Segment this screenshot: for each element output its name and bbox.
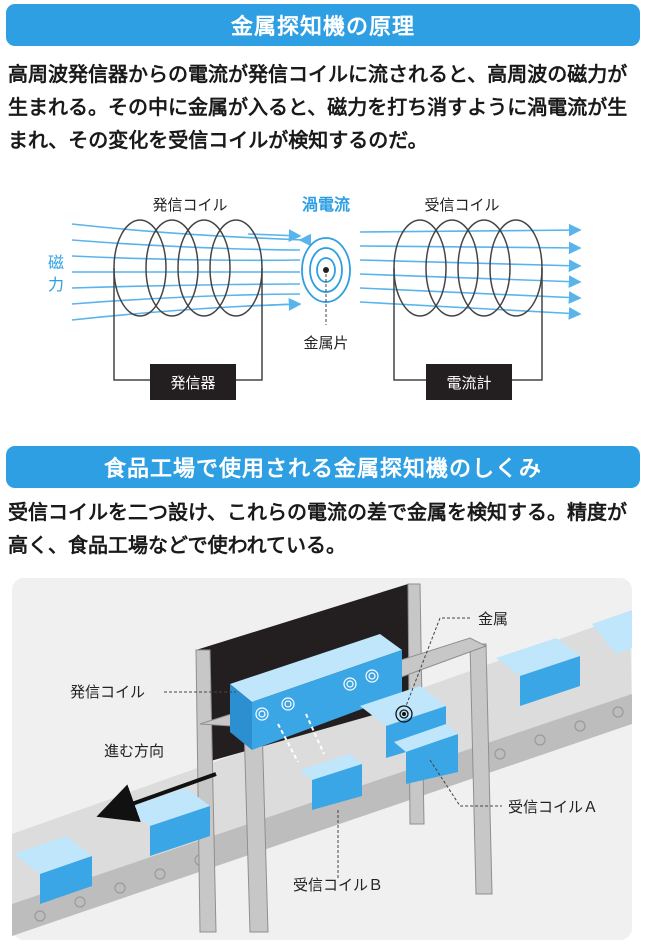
- receive-coil-label: 受信コイル: [424, 196, 499, 214]
- section2-title: 食品工場で使用される金属探知機のしくみ: [6, 446, 640, 488]
- metal-piece-label: 金属片: [303, 334, 348, 352]
- section1-description: 高周波発信器からの電流が発信コイルに流されると、高周波の磁力が生まれる。その中に…: [8, 62, 628, 152]
- transmitter-label: 発信器: [170, 374, 215, 392]
- ammeter-label: 電流計: [446, 374, 491, 392]
- receive-coil-b-label: 受信コイルＢ: [293, 876, 383, 894]
- magnetic-force-label-2: 力: [48, 275, 64, 294]
- metal-label: 金属: [478, 610, 508, 628]
- transmit-coil-label-2: 発信コイル: [70, 683, 145, 701]
- section2-description: 受信コイルを二つ設け、これらの電流の差で金属を検知する。精度が高く、食品工場など…: [8, 500, 627, 557]
- magnetic-force-label-1: 磁: [48, 253, 64, 272]
- eddy-current-label: 渦電流: [302, 195, 350, 214]
- receive-coil-a-label: 受信コイルＡ: [508, 798, 598, 816]
- direction-label: 進む方向: [104, 742, 164, 760]
- metal-piece-dot: [323, 267, 329, 273]
- receive-coil-a: [394, 724, 458, 752]
- principle-diagram: 発信コイル 渦電流 受信コイル 磁 力: [48, 195, 582, 400]
- receive-coil-b: [300, 754, 362, 780]
- transmit-coil-label: 発信コイル: [152, 196, 227, 214]
- transmit-coil: [113, 219, 263, 381]
- transmitter-box: [150, 364, 236, 400]
- section1-title: 金属探知機の原理: [6, 4, 640, 46]
- receive-coil: [393, 219, 543, 381]
- ammeter-box: [426, 364, 512, 400]
- factory-illustration: 金属 発信コイル 進む方向 受信コイルＡ 受信コイルＢ: [12, 578, 632, 940]
